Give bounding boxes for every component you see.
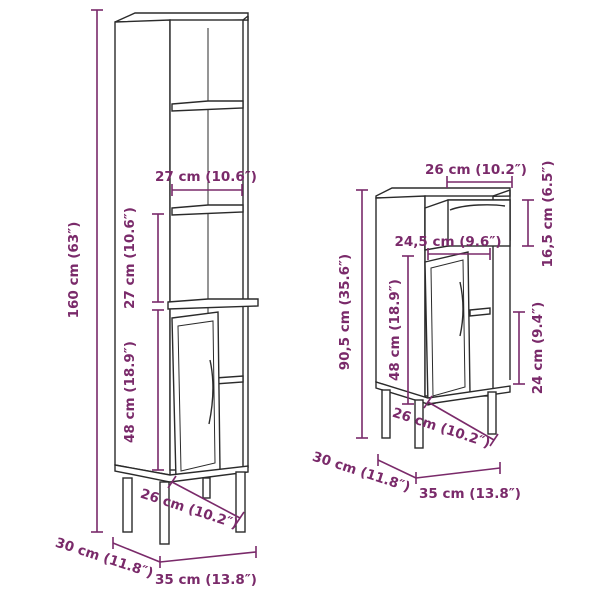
small-shelf-height-label: 24 cm (9.4″) [530, 302, 546, 395]
tall-door-height-label: 48 cm (18.9″) [122, 341, 138, 443]
tall-leg-front-left [122, 477, 133, 533]
small-door-width-label: 26 cm (10.2″) [390, 405, 492, 452]
tall-cabinet [114, 12, 259, 545]
small-leg-front-right [414, 399, 424, 449]
tall-door-inset [177, 320, 216, 472]
small-inner-width-label: 24,5 cm (9.6″) [394, 234, 501, 250]
small-base [375, 381, 511, 405]
small-door-inset [430, 259, 466, 397]
tall-shelf-1 [171, 100, 244, 112]
small-leg-front-left [381, 389, 391, 439]
small-width-label: 35 cm (13.8″) [419, 486, 521, 502]
tall-shelf-width-label: 27 cm (10.6″) [155, 169, 257, 185]
tall-shelf-3 [167, 298, 259, 310]
small-door-height-label: 48 cm (18.9″) [387, 279, 403, 381]
small-inner-shelf [469, 307, 491, 317]
tall-shelf-gap-label: 27 cm (10.6″) [122, 207, 138, 309]
tall-width-label: 35 cm (13.8″) [155, 572, 257, 588]
small-door-handle [459, 281, 464, 337]
tall-base [114, 464, 249, 483]
small-drawer-height-label: 16,5 cm (6.5″) [540, 160, 556, 267]
tall-leg-back-right [235, 471, 246, 533]
tall-shelf-2 [171, 204, 244, 216]
small-cabinet [375, 187, 511, 449]
small-leg-back-right [487, 391, 497, 435]
small-depth-label: 30 cm (11.8″) [310, 449, 412, 496]
small-height-label: 90,5 cm (35.6″) [337, 254, 353, 370]
tall-depth-label: 30 cm (11.8″) [53, 535, 155, 582]
tall-leg-back-left [202, 477, 211, 499]
small-top-width-label: 26 cm (10.2″) [425, 162, 527, 178]
small-drawer-handle [449, 204, 506, 211]
tall-leg-front-right [159, 481, 170, 545]
tall-door-handle [208, 359, 214, 425]
tall-height-label: 160 cm (63″) [66, 222, 82, 319]
